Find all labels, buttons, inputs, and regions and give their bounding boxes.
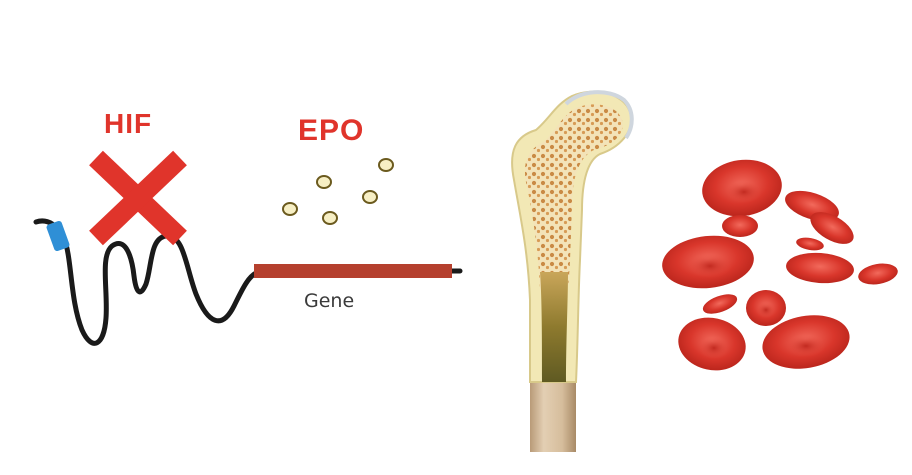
red-blood-cell: [662, 235, 754, 289]
epo-particle: [322, 211, 338, 225]
red-blood-cell: [810, 212, 854, 244]
gene-bar: [254, 264, 452, 278]
red-blood-cell: [722, 215, 758, 237]
epo-particles-icon: [282, 158, 394, 225]
epo-particle: [378, 158, 394, 172]
epo-label: EPO: [298, 114, 365, 147]
epo-particle: [362, 190, 378, 204]
red-blood-cells-icon: [662, 159, 898, 371]
red-blood-cell: [786, 252, 854, 284]
red-blood-cell: [858, 263, 898, 285]
red-blood-cell: [702, 294, 738, 314]
hif-label: HIF: [104, 108, 153, 139]
red-blood-cell: [702, 159, 782, 217]
red-blood-cell: [746, 290, 786, 326]
cross-mark-icon: [89, 150, 187, 246]
epo-particle: [316, 175, 332, 189]
red-blood-cell: [796, 237, 824, 251]
gene-label: Gene: [304, 290, 355, 312]
femur-bone-icon: [511, 90, 634, 452]
red-blood-cell: [762, 315, 850, 369]
blue-marker: [46, 220, 70, 252]
epo-particle: [282, 202, 298, 216]
red-blood-cell: [678, 317, 746, 371]
